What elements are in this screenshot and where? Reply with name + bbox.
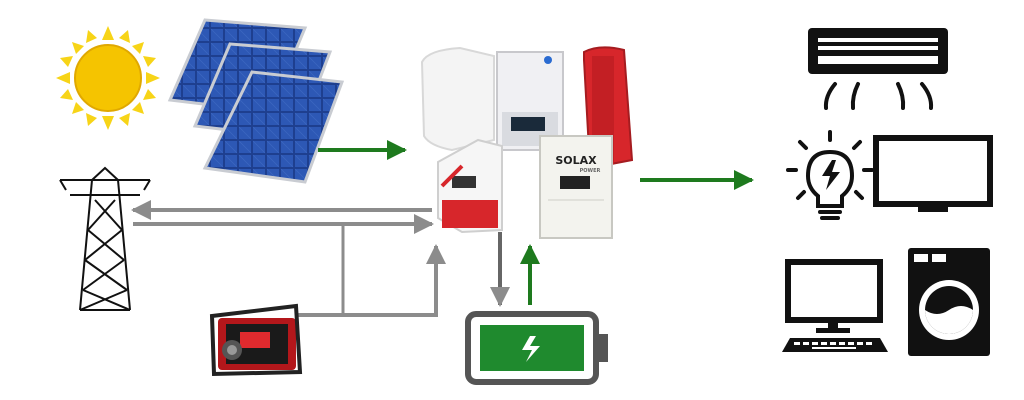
desktop-computer-icon xyxy=(782,259,888,352)
grid-connection-lines xyxy=(131,200,446,317)
generator-icon xyxy=(209,303,303,377)
solar-panel-icon xyxy=(167,18,345,184)
inverter-icon: SOLAX POWER xyxy=(420,46,634,239)
solax-logo-text: SOLAX xyxy=(555,154,597,167)
solax-sub-text: POWER xyxy=(580,168,601,174)
battery-icon xyxy=(465,311,608,385)
transmission-tower-icon xyxy=(59,166,151,311)
air-conditioner-icon xyxy=(808,28,948,110)
sun-icon xyxy=(56,26,160,130)
light-bulb-icon xyxy=(786,130,874,220)
arrow-generator-to-inverter xyxy=(295,244,446,317)
washing-machine-icon xyxy=(908,248,990,356)
tv-icon xyxy=(873,135,993,212)
